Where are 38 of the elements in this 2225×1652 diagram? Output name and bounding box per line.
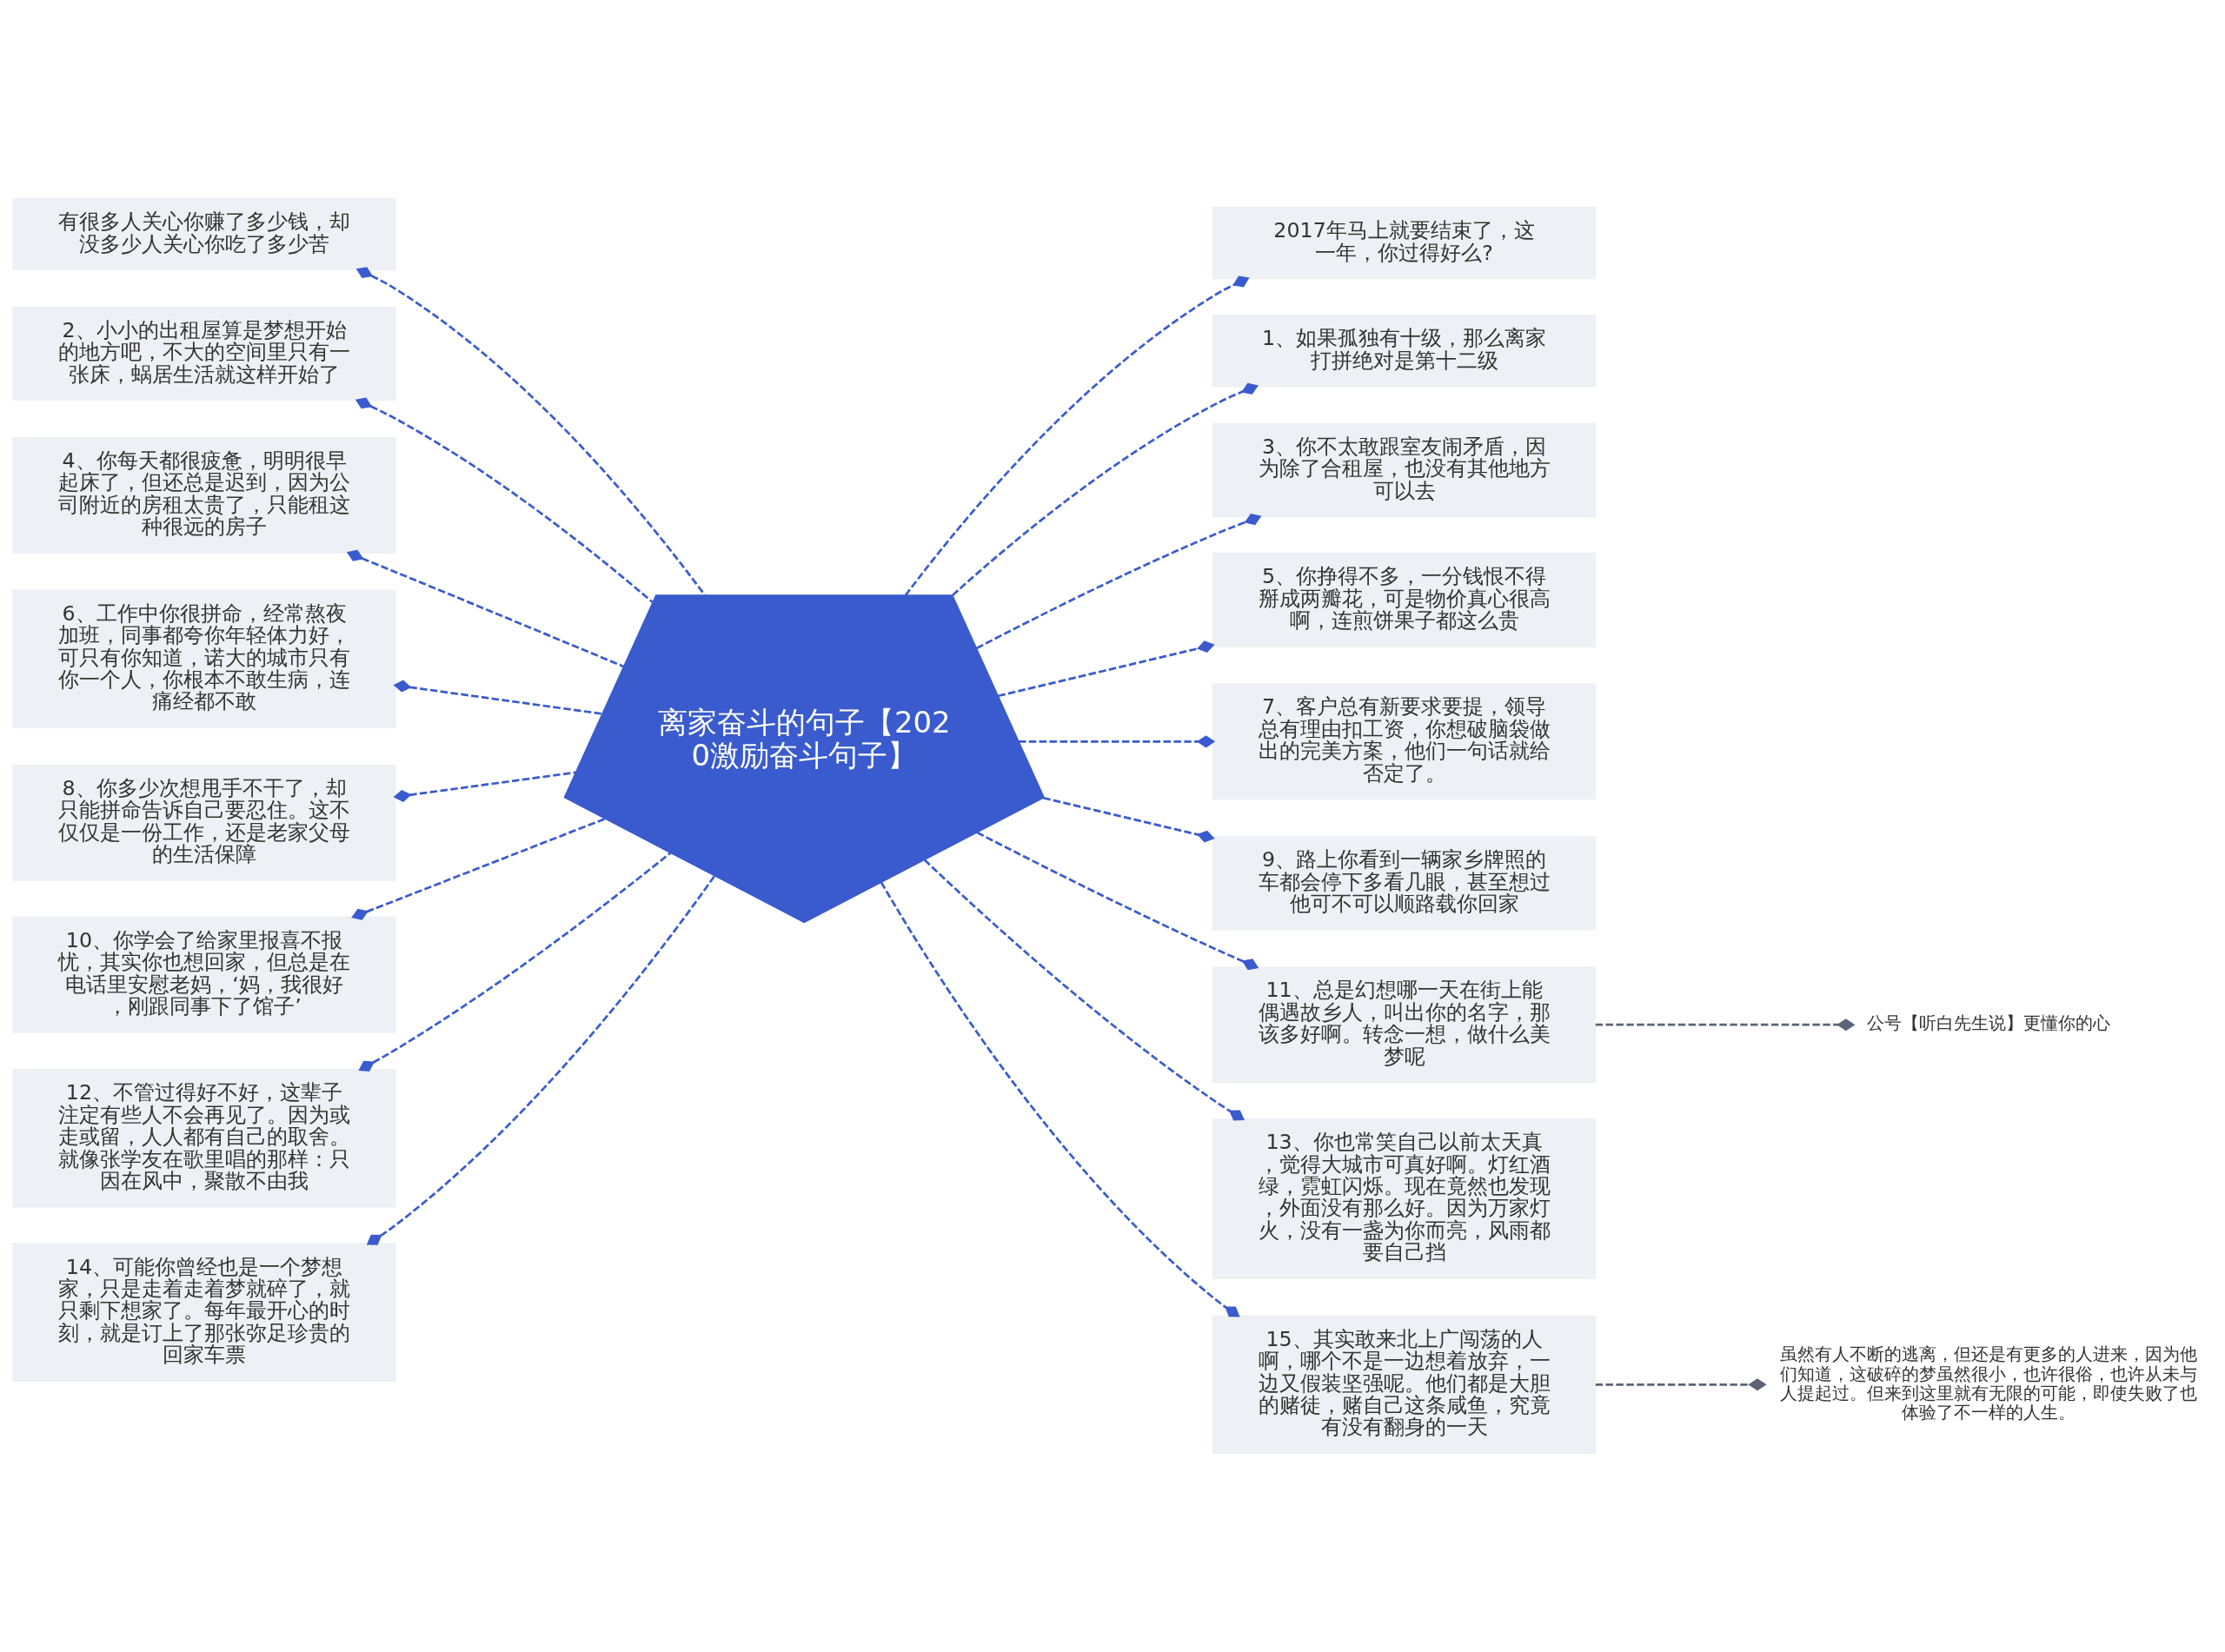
node-box: 3、你不太敢跟室友闹矛盾，因为除了合租屋，也没有其他地方可以去 [1212,422,1597,518]
node-box: 14、可能你曾经也是一个梦想家，只是走着走着梦就碎了，就只剩下想家了。每年最开心的时刻，就是订上了那张弥足珍贵的回家车票 [12,1243,396,1382]
node-box: 5、你挣得不多，一分钱恨不得掰成两瓣花，可是物价真心很高啊，连煎饼果子都这么贵 [1212,553,1597,647]
connector [1019,735,1216,748]
node-box: 12、不管过得好不好，这辈子注定有些人不会再见了。因为或走或留，人人都有自己的取舍。就像张学友在歌里唱的那样：只因在风中，聚散不由我 [12,1069,396,1208]
connector [904,275,1250,596]
node-box: 2017年马上就要结束了，这一年，你过得好么? [1212,207,1597,280]
connector [976,831,1259,971]
node-box: 8、你多少次想甩手不干了，却只能拼命告诉自己要忍住。这不仅仅是一份工作，还是老家父母的生活保障 [12,764,396,881]
connector [923,859,1245,1121]
connector [1595,1018,1856,1032]
node-box: 6、工作中你很拼命，经常熬夜加班，同事都夸你年轻体力好，可只有你知道，诺大的城市只有你一个人，你根本不敢生病，连痛经都不敢 [12,589,396,729]
connector [355,397,654,603]
node-box: 13、你也常笑自己以前太天真，觉得大城市可真好啊。灯红酒绿，霓虹闪烁。现在竟然也发现，外面没有那么好。因为万家灯火，没有一盏为你而亮，风雨都要自己挡 [1212,1118,1597,1279]
connector [346,549,624,668]
connector [1595,1378,1767,1391]
node-box: 1、如果孤独有十级，那么离家打拼绝对是第十二级 [1212,315,1597,388]
connector [998,640,1215,698]
node-text: 公号【听白先生说】更懂你的心 [1866,1012,2110,1034]
connector [358,852,672,1072]
node-box: 4、你每天都很疲惫，明明很早起床了，但还总是迟到，因为公司附近的房租太贵了，只能租这种很远的房子 [12,436,396,554]
node-box: 10、你学会了给家里报喜不报忧，其实你也想回家，但总是在电话里安慰老妈，‘妈，我很好，刚跟同事下了馆子’ [12,916,396,1033]
connector [393,680,602,715]
connector [1043,796,1215,843]
connector [351,817,606,920]
node-box: 11、总是幻想哪一天在街上能偶遇故乡人，叫出你的名字，那该多好啊。转念一想，做什么美梦呢 [1212,966,1597,1084]
connector [355,267,707,596]
connector [952,382,1259,596]
connector [393,771,576,802]
node-box: 2、小小的出租屋算是梦想开始的地方吧，不大的空间里只有一张床，蜗居生活就这样开始了 [12,306,396,401]
connector [366,874,716,1245]
node-box: 9、路上你看到一辆家乡牌照的车都会停下多看几眼，甚至想过他可不可以顺路载你回家 [1212,835,1597,931]
connector [880,881,1240,1317]
node-box: 有很多人关心你赚了多少钱，却没多少人关心你吃了多少苦 [12,197,396,271]
node-box: 15、其实敢来北上广闯荡的人啊，哪个不是一边想着放弃，一边又假装坚强呢。他们都是大胆的赌徒，赌自己这条咸鱼，究竟有没有翻身的一天 [1212,1315,1597,1455]
node-box: 7、客户总有新要求要提，领导总有理由扣工资，你想破脑袋做出的完美方案，他们一句话就给否定了。 [1212,683,1597,800]
connector [976,513,1262,650]
node-text: 虽然有人不断的逃离，但还是有更多的人进来，因为他们知道，这破碎的梦虽然很小，也许很俗，也许从未与人提起过。但来到这里就有无限的可能，即使失败了也体验了不一样的人生。 [1779,1343,2197,1423]
